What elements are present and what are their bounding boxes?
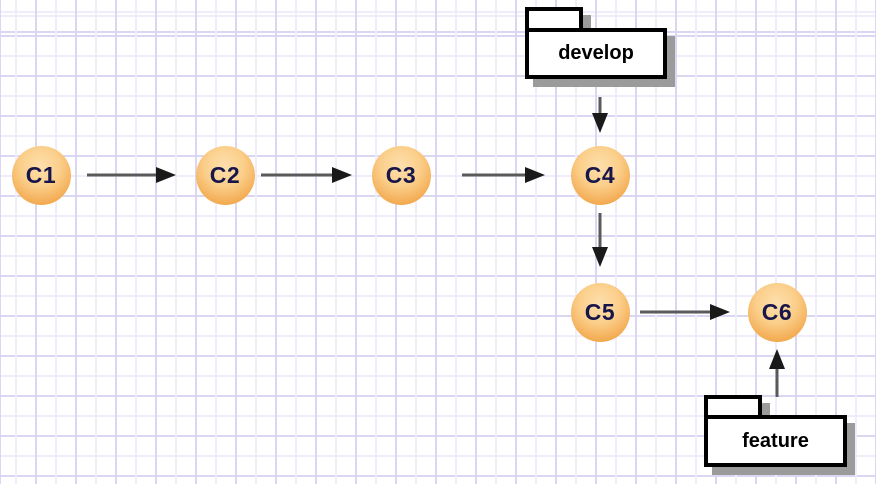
commit-label: C1: [25, 161, 57, 188]
commit-label: C4: [584, 161, 616, 188]
arrowhead-icon: [592, 247, 608, 267]
edge-C1-to-C2: [87, 167, 176, 183]
branch-label: feature: [742, 429, 809, 452]
commit-node-c5: C5: [570, 282, 630, 342]
package-body: develop: [525, 28, 667, 79]
commit-node-c1: C1: [11, 145, 71, 205]
arrowhead-icon: [769, 349, 785, 369]
commit-node-c6: C6: [747, 282, 807, 342]
package-body: feature: [704, 415, 847, 467]
arrowhead-icon: [525, 167, 545, 183]
commit-label: C3: [385, 161, 417, 188]
edge-C2-to-C3: [261, 167, 352, 183]
commit-node-c4: C4: [570, 145, 630, 205]
commit-label: C5: [584, 298, 616, 325]
arrowhead-icon: [156, 167, 176, 183]
edge-C3-to-C4: [462, 167, 545, 183]
edge-C4-to-C5: [592, 213, 608, 267]
edge-C5-to-C6: [640, 304, 730, 320]
arrowhead-icon: [332, 167, 352, 183]
arrowhead-icon: [592, 113, 608, 133]
edge-develop-to-C4: [592, 97, 608, 133]
arrowhead-icon: [710, 304, 730, 320]
commit-label: C6: [761, 298, 793, 325]
edge-feature-to-C6: [769, 349, 785, 397]
commit-node-c3: C3: [371, 145, 431, 205]
commit-label: C2: [209, 161, 241, 188]
branch-label: develop: [558, 42, 634, 64]
commit-node-c2: C2: [195, 145, 255, 205]
